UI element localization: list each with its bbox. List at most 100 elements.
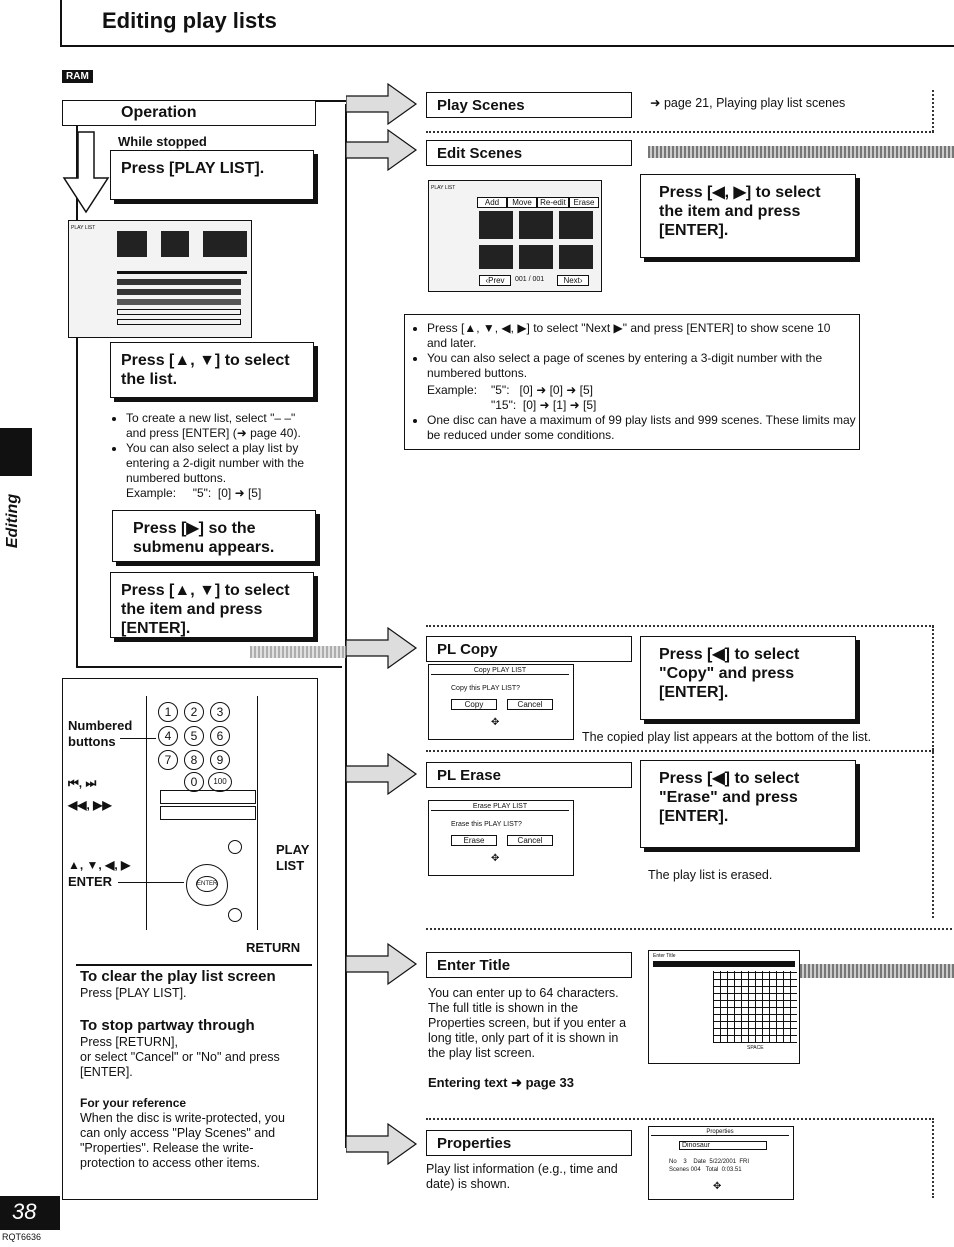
remote-body xyxy=(146,696,258,930)
screen-tab-add: Add xyxy=(477,197,507,208)
key-6[interactable]: 6 xyxy=(210,726,230,746)
step-select-list-text: Press [▲, ▼] to select the list. xyxy=(121,352,290,388)
step2-example: Example: "5": [0] ➜ [5] xyxy=(126,486,262,500)
side-tab-block xyxy=(0,428,32,476)
screen-tab-erase: Erase xyxy=(569,197,599,208)
properties-screen-row1: No 3 Date 5/22/2001 FRI xyxy=(669,1159,750,1165)
edit-scenes-step-text: Press [◀, ▶] to select the item and pres… xyxy=(659,184,821,239)
key-100[interactable]: 100 xyxy=(208,772,232,792)
step-submenu-text: Press [▶] so the submenu appears. xyxy=(133,520,275,556)
screen-next: Next› xyxy=(557,275,589,286)
nav-label: ▲, ▼, ◀, ▶ xyxy=(68,858,131,872)
clear-rule xyxy=(76,964,312,966)
stop-title: To stop partway through xyxy=(80,1017,255,1034)
key-7[interactable]: 7 xyxy=(158,750,178,770)
screen-tab-reedit: Re-edit xyxy=(537,197,569,208)
properties-cursor-icon: ✥ xyxy=(713,1181,722,1192)
pl-copy-bottom-divider xyxy=(426,750,934,752)
pl-copy-step: Press [◀] to select "Copy" and press [EN… xyxy=(640,636,856,720)
page-number-block xyxy=(0,1196,60,1230)
operation-frame xyxy=(76,126,78,668)
pl-copy-screen-title: Copy PLAY LIST xyxy=(431,667,569,675)
pl-copy-cursor-icon: ✥ xyxy=(491,717,500,728)
key-9[interactable]: 9 xyxy=(210,750,230,770)
pl-erase-bottom-divider xyxy=(426,928,952,930)
step-select-item-text: Press [▲, ▼] to select the item and pres… xyxy=(121,582,290,637)
properties-text: Play list information (e.g., time and da… xyxy=(426,1162,618,1191)
pl-erase-screen: Erase PLAY LIST Erase this PLAY LIST? Er… xyxy=(428,800,574,876)
edit-example-label: Example: xyxy=(427,383,478,397)
edit-scenes-step: Press [◀, ▶] to select the item and pres… xyxy=(640,174,856,258)
pl-copy-note: The copied play list appears at the bott… xyxy=(582,730,872,744)
enter-title-band xyxy=(800,964,954,978)
key-1[interactable]: 1 xyxy=(158,702,178,722)
edit-note-limit: One disc can have a maximum of 99 play l… xyxy=(427,413,857,443)
edit-scenes-notes: Press [▲, ▼, ◀, ▶] to select "Next ▶" an… xyxy=(404,314,860,450)
cursor-pad[interactable] xyxy=(186,864,228,906)
down-arrow-icon xyxy=(62,131,110,214)
pl-copy-step-text: Press [◀] to select "Copy" and press [EN… xyxy=(659,646,800,701)
pl-erase-cursor-icon: ✥ xyxy=(491,853,500,864)
page-title: Editing play lists xyxy=(102,8,277,33)
pl-copy-screen-question: Copy this PLAY LIST? xyxy=(451,685,520,692)
enter-title-screen: Enter Title SPACE xyxy=(648,950,800,1064)
side-tab-label: Editing xyxy=(4,493,22,549)
edit-example-2: "15": [0] ➜ [1] ➜ [5] xyxy=(491,398,597,412)
key-3[interactable]: 3 xyxy=(210,702,230,722)
search-buttons[interactable] xyxy=(160,806,256,820)
header-rule-left xyxy=(60,0,62,46)
key-2[interactable]: 2 xyxy=(184,702,204,722)
key-4[interactable]: 4 xyxy=(158,726,178,746)
key-0[interactable]: 0 xyxy=(184,772,204,792)
pl-erase-title: PL Erase xyxy=(426,762,632,788)
edit-note-page: You can also select a page of scenes by … xyxy=(427,351,851,381)
operation-to-copy-band xyxy=(250,646,346,658)
return-label: RETURN xyxy=(246,940,301,955)
ref-title: For your reference xyxy=(80,1096,187,1110)
screen-page: 001 / 001 xyxy=(515,276,545,283)
arrow-pl-copy-icon xyxy=(346,626,418,670)
arrow-pl-erase-icon xyxy=(346,752,418,796)
play-list-screen: PLAY LIST xyxy=(68,220,252,338)
enter-title-screen-space: SPACE xyxy=(747,1045,764,1051)
play-list-key[interactable] xyxy=(228,840,242,854)
play-scenes-rightline xyxy=(932,90,934,132)
play-scenes-title: Play Scenes xyxy=(426,92,632,118)
enter-title-title: Enter Title xyxy=(426,952,632,978)
properties-screen: Properties Dinosaur No 3 Date 5/22/2001 … xyxy=(648,1126,794,1200)
step-select-list: Press [▲, ▼] to select the list. xyxy=(110,342,314,398)
search-label: ◀◀, ▶▶ xyxy=(68,798,112,812)
pl-erase-screen-title: Erase PLAY LIST xyxy=(431,803,569,811)
pl-copy-top-divider xyxy=(426,625,934,627)
pl-erase-screen-question: Erase this PLAY LIST? xyxy=(451,821,522,828)
while-stopped: While stopped xyxy=(118,134,207,149)
note-create-list: To create a new list, select "– –" and p… xyxy=(126,411,318,441)
numbered-buttons-label: Numbered buttons xyxy=(68,718,133,749)
key-5[interactable]: 5 xyxy=(184,726,204,746)
skip-label: ⏮, ⏭ xyxy=(68,776,97,790)
step2-notes: To create a new list, select "– –" and p… xyxy=(112,411,318,501)
edit-note-next: Press [▲, ▼, ◀, ▶] to select "Next ▶" an… xyxy=(427,321,851,351)
properties-screen-title: Properties xyxy=(651,1129,789,1136)
ref-text: When the disc is write-protected, you ca… xyxy=(80,1111,285,1170)
properties-screen-row2: Scenes 004 Total 0:03.51 xyxy=(669,1167,742,1173)
pl-copy-title: PL Copy xyxy=(426,636,632,662)
enter-key[interactable]: ENTER xyxy=(196,876,218,892)
clear-title: To clear the play list screen xyxy=(80,968,276,985)
arrow-edit-scenes-icon xyxy=(346,128,418,172)
arrow-properties-icon xyxy=(346,1122,418,1166)
operation-title: Operation xyxy=(62,100,316,126)
play-scenes-ref: ➜ page 21, Playing play list scenes xyxy=(650,96,846,110)
pl-erase-screen-cancel: Cancel xyxy=(507,835,553,846)
pl-erase-screen-ok: Erase xyxy=(451,835,497,846)
key-8[interactable]: 8 xyxy=(184,750,204,770)
connector-bracket xyxy=(316,100,346,102)
return-key[interactable] xyxy=(228,908,242,922)
note-select-number: You can also select a play list by enter… xyxy=(126,441,318,486)
edit-scenes-title: Edit Scenes xyxy=(426,140,632,166)
pl-copy-screen: Copy PLAY LIST Copy this PLAY LIST? Copy… xyxy=(428,664,574,740)
properties-rightline xyxy=(932,1118,934,1198)
edit-example-1: "5": [0] ➜ [0] ➜ [5] xyxy=(491,383,593,397)
connector-line xyxy=(345,104,347,1148)
skip-buttons[interactable] xyxy=(160,790,256,804)
